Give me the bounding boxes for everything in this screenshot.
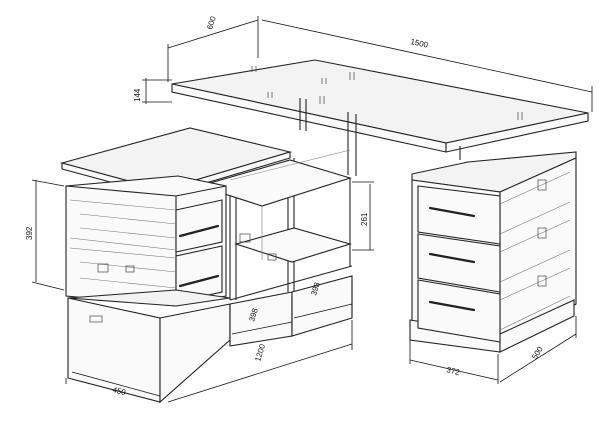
right-plinth-side [499, 299, 575, 353]
desk-supports [299, 98, 461, 176]
dim-label-top-thickness: 144 [133, 88, 142, 102]
lower-shelf [234, 227, 352, 263]
dimension-lines [31, 16, 593, 403]
shelf-unit [59, 127, 352, 300]
dim-label-compartment-1: 398 [247, 307, 260, 323]
right-drawer-1-handle [428, 206, 476, 218]
main-desktop [171, 59, 589, 153]
left-base-side [159, 303, 231, 404]
right-drawer-3-handle [428, 300, 476, 312]
left-drawer-2-handle [178, 274, 220, 288]
dim-label-shelf-height: 261 [360, 212, 369, 226]
dim-label-compartment-2: 398 [309, 281, 322, 297]
middle-shelf [198, 159, 352, 207]
right-drawer-1-front [417, 185, 501, 245]
middle-base-front-1 [229, 291, 293, 347]
dim-label-base-depth: 450 [112, 385, 128, 397]
left-drawer-1-handle [178, 224, 220, 238]
left-drawer-pedestal [65, 175, 227, 307]
left-drawer-2-front [175, 245, 223, 303]
desktop-side-edge [445, 112, 589, 153]
base-plinth-mark [89, 315, 103, 323]
dim-label-width-top: 1500 [410, 37, 430, 50]
dim-label-pedestal-width: 372 [446, 365, 462, 377]
dim-label-drawer-block-height: 392 [25, 226, 34, 240]
right-drawer-pedestal [409, 151, 577, 353]
dim-label-base-length: 1200 [253, 342, 267, 362]
right-drawer-3-front [417, 279, 501, 343]
dim-label-depth-top: 600 [205, 15, 218, 31]
dim-label-pedestal-depth: 500 [530, 345, 545, 362]
right-drawer-2-front [417, 233, 501, 293]
left-base-top [67, 289, 231, 307]
right-drawer-2-handle [428, 252, 476, 264]
base-boxes [67, 265, 353, 404]
